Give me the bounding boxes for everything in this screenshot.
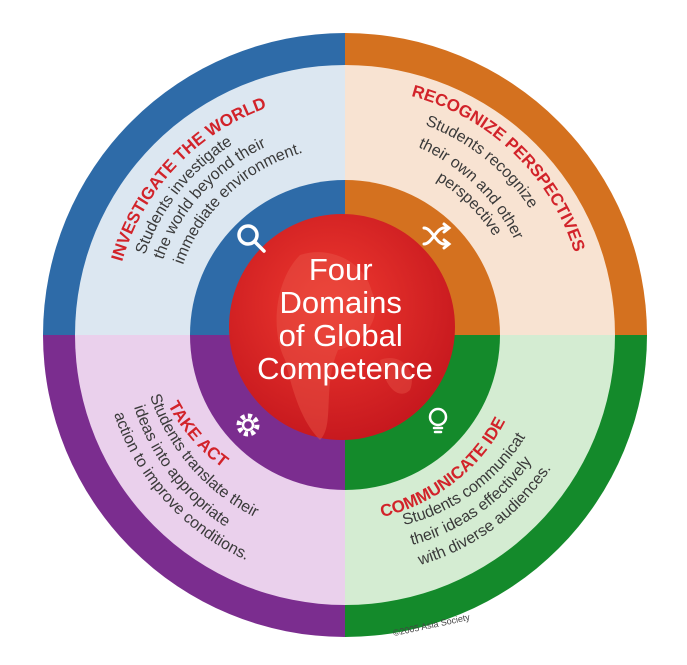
svg-text:Four Domains of Gl: Four Domains of Global Competence [257,252,433,386]
shuffle-arrows-icon [422,222,452,250]
globe-map-shape [276,252,376,440]
center-line-3: of Global [279,318,403,353]
gear-icon [236,413,260,437]
center-line-2: Domains [280,285,402,320]
center-line-4: Competence [257,351,433,386]
center-line-1: Four [309,252,373,287]
magnifier-icon [237,224,266,253]
center-circle: Four Domains of Global Competence [229,214,455,440]
lightbulb-icon [428,407,448,434]
